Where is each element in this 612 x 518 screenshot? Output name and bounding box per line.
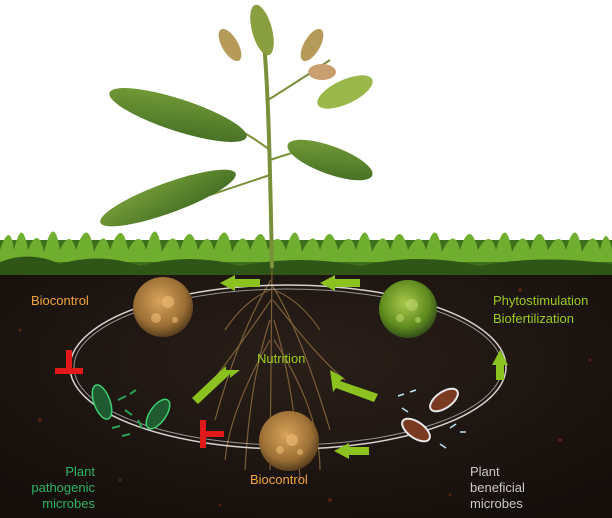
arrow-nutrition-right	[330, 370, 378, 402]
biocontrol-label-top: Biocontrol	[31, 293, 89, 308]
leaf	[317, 75, 373, 109]
biofertilization-label: Biofertilization	[493, 311, 574, 326]
leaf	[218, 28, 242, 62]
nutrition-label: Nutrition	[257, 351, 306, 366]
leaf	[109, 88, 247, 142]
leaf	[300, 28, 324, 62]
inhibit-bottom	[200, 420, 206, 448]
leaf	[250, 4, 274, 56]
pathogenic-microbes	[91, 384, 171, 437]
biocontrol-label-bottom: Biocontrol	[250, 472, 308, 487]
grass	[0, 231, 612, 275]
plant-beneficial-microbes-label: Plant beneficial microbes	[470, 464, 525, 512]
beneficial-microbes	[397, 387, 466, 449]
inhibit-symbols	[55, 350, 224, 448]
arrow-nutrition-left	[192, 366, 240, 404]
flower-buds	[308, 64, 336, 80]
label-line: microbes	[42, 496, 95, 511]
inhibit-left	[55, 368, 83, 374]
leaf	[100, 169, 236, 227]
arrow-left-bottom	[334, 443, 369, 459]
label-line: Plant	[65, 464, 95, 479]
arrow-left-top	[220, 275, 260, 291]
label-line: beneficial	[470, 480, 525, 495]
plant	[100, 4, 373, 269]
arrow-up-right	[492, 350, 508, 380]
soil-specks	[18, 288, 592, 507]
inhibit-bottom-stem	[204, 431, 224, 437]
phytostimulation-label: Phytostimulation	[493, 293, 589, 308]
biocontrol-orb-top	[133, 277, 193, 337]
label-line: Plant	[470, 464, 500, 479]
arrows	[192, 275, 508, 459]
label-line: microbes	[470, 496, 523, 511]
leaf	[287, 139, 373, 181]
inhibit-left-stem	[66, 350, 72, 370]
label-line: pathogenic	[31, 480, 95, 495]
plant-pathogenic-microbes-label: Plant pathogenic microbes	[30, 464, 95, 512]
arrow-left-top-right	[320, 275, 360, 291]
